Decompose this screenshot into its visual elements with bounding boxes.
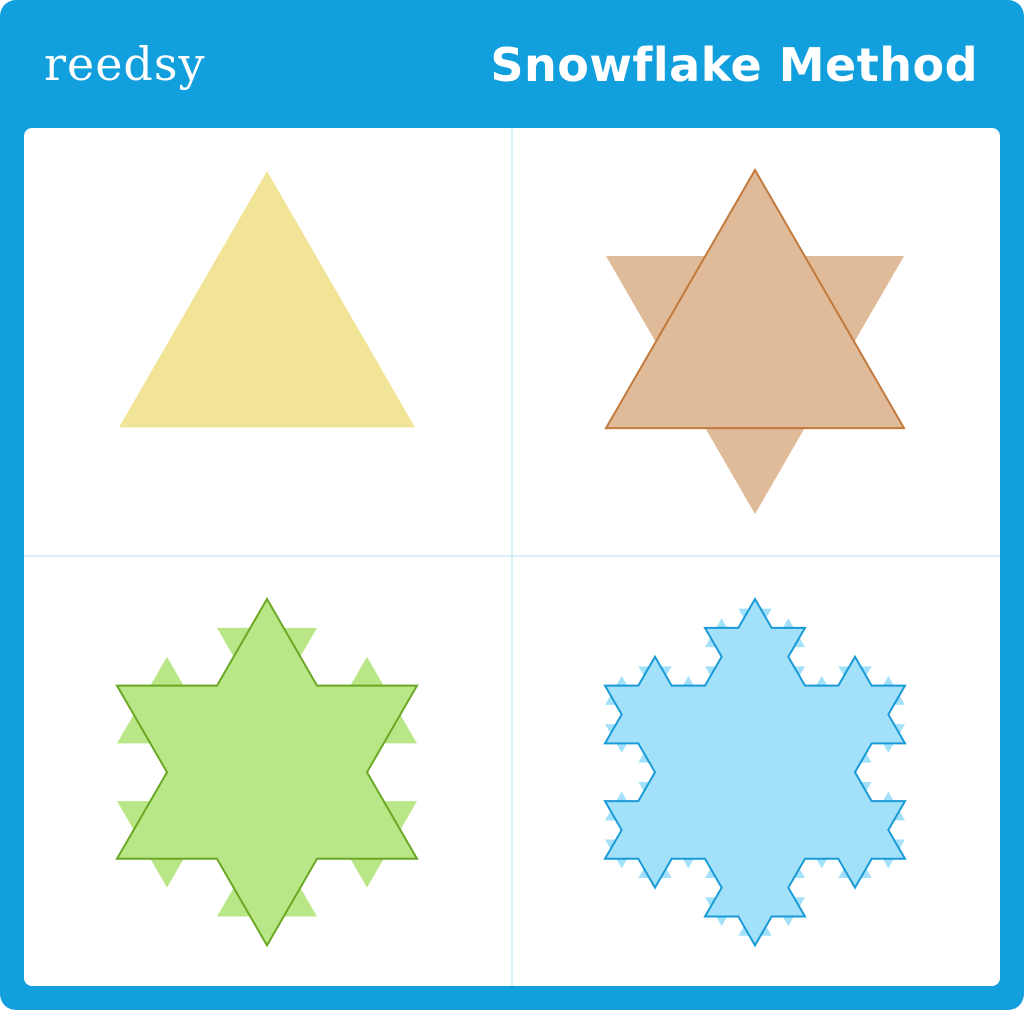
stage-4-snowflake <box>603 597 907 948</box>
reedsy-logo: reedsy <box>44 37 206 91</box>
stage-2-star-shape <box>606 170 904 515</box>
stage-1-triangle <box>119 171 415 428</box>
stage-1-triangle-shape <box>119 171 415 428</box>
stage-4-snowflake-outline <box>603 597 907 948</box>
diagram-panel <box>24 128 1000 986</box>
stage-2-triangle-outline <box>604 167 906 430</box>
stage-3-star-outline <box>115 597 419 948</box>
koch-snowflake-diagram <box>24 128 1000 986</box>
page-title: Snowflake Method <box>490 38 978 92</box>
stage-3-snowflake <box>115 597 419 948</box>
stage-2-star <box>604 167 906 515</box>
